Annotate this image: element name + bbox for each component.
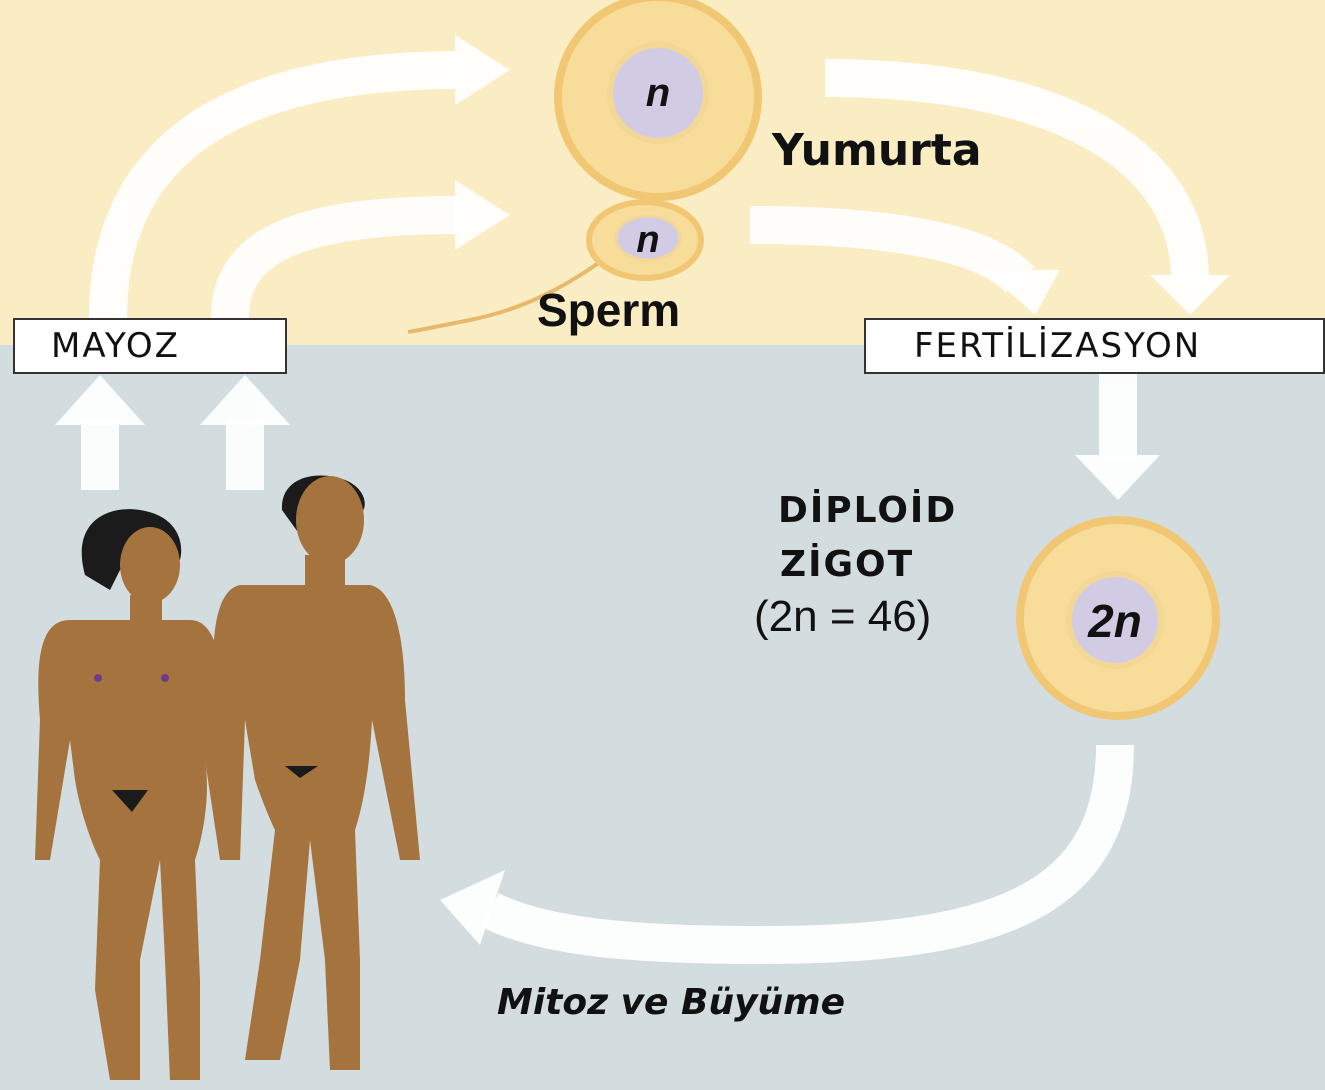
sperm-nucleus-label: n bbox=[636, 219, 659, 261]
growth-label: Mitoz ve Büyüme bbox=[497, 982, 845, 1023]
female-nipple-right bbox=[161, 674, 169, 682]
meiosis-label: MAYOZ bbox=[51, 326, 180, 366]
meiosis-to-sperm-arrow bbox=[230, 215, 460, 318]
fertilization-label: FERTİLİZASYON bbox=[914, 326, 1201, 366]
male-up-arrowhead bbox=[200, 375, 290, 425]
zygote-arrowhead bbox=[1075, 455, 1160, 500]
male-body bbox=[213, 585, 420, 1070]
meiosis-box: MAYOZ bbox=[13, 318, 287, 374]
egg-fert-arrowhead bbox=[1150, 275, 1230, 315]
sperm-to-fertilization-arrow bbox=[750, 225, 1020, 280]
zygote-nucleus-label: 2n bbox=[1087, 595, 1142, 647]
female-nipple-left bbox=[94, 674, 102, 682]
sperm-arrowhead bbox=[455, 180, 510, 250]
sperm-fert-arrowhead bbox=[985, 270, 1060, 315]
growth-arrow bbox=[490, 745, 1115, 945]
zygote-label-line1: DİPLOİD bbox=[778, 490, 957, 531]
fertilization-box: FERTİLİZASYON bbox=[864, 318, 1325, 374]
female-up-arrowhead bbox=[55, 375, 145, 425]
egg-arrowhead bbox=[455, 35, 510, 105]
zygote-label-line3: (2n = 46) bbox=[754, 592, 931, 642]
female-body bbox=[35, 620, 230, 1080]
female-head bbox=[120, 527, 180, 603]
female-figure bbox=[35, 509, 230, 1080]
egg-nucleus-label: n bbox=[646, 71, 670, 115]
male-head bbox=[296, 476, 364, 564]
sperm-label: Sperm bbox=[537, 283, 680, 337]
meiosis-to-egg-arrow bbox=[108, 70, 460, 318]
egg-label: Yumurta bbox=[772, 125, 982, 176]
zygote-label-line2: ZİGOT bbox=[780, 544, 914, 585]
male-figure bbox=[213, 475, 420, 1070]
male-neck bbox=[305, 555, 345, 590]
